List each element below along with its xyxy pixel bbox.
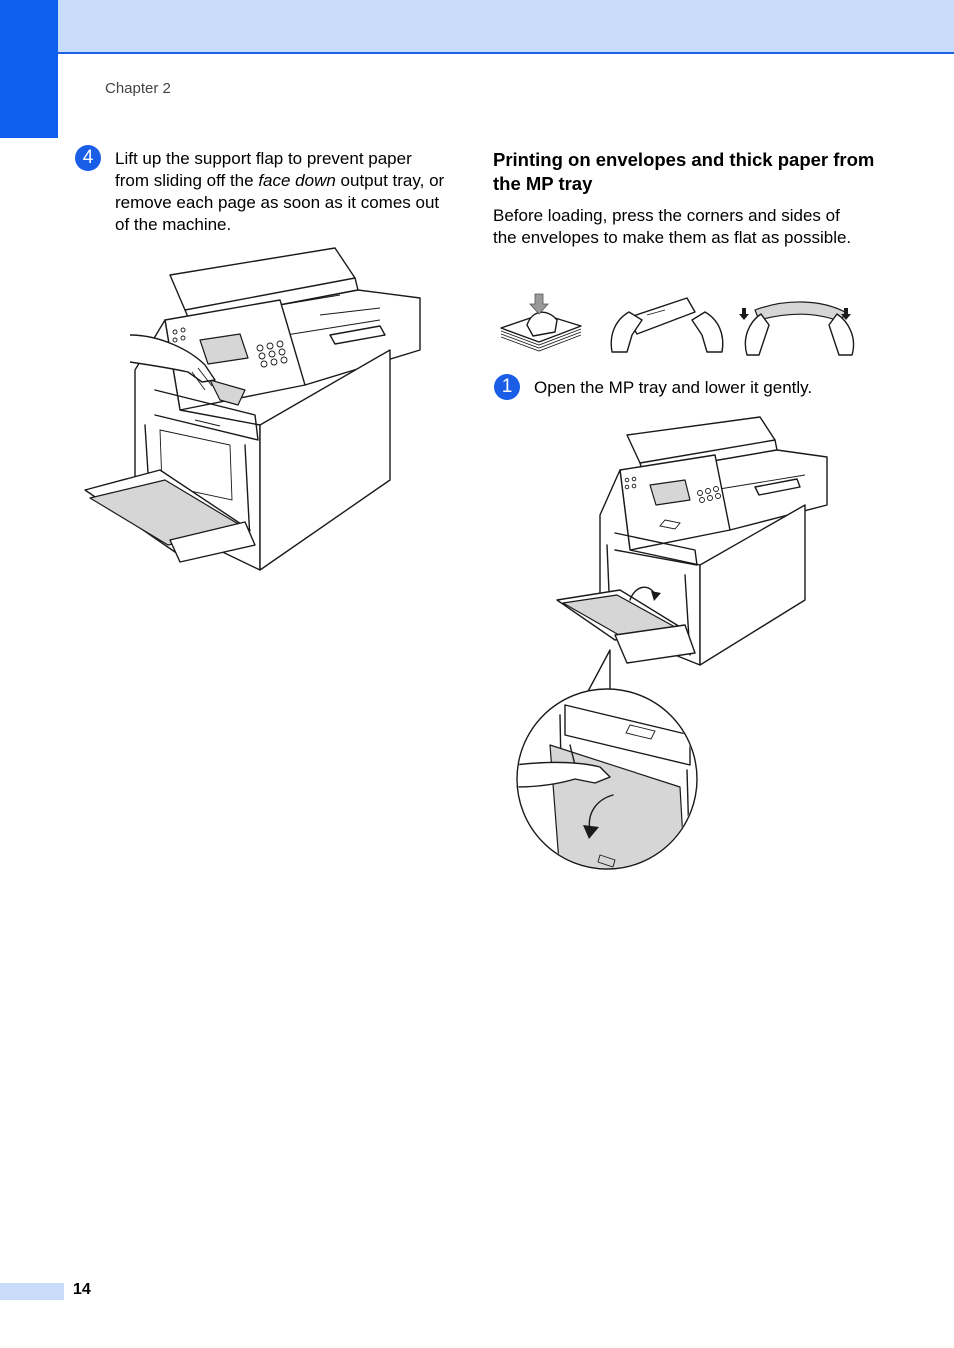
chapter-side-tab: [0, 0, 58, 138]
envelope-flatten-illustration: [500, 293, 855, 356]
page-number: 14: [73, 1281, 91, 1298]
mp-tray-open-illustration: [516, 416, 828, 870]
step-4-text-italic: face down: [258, 171, 336, 190]
chapter-label: Chapter 2: [105, 80, 171, 97]
footer-band: [0, 1283, 64, 1300]
header-band: [0, 0, 954, 54]
printer-support-flap-illustration: [84, 247, 421, 571]
step-4-text-a: Lift up the support flap to prevent pape…: [115, 149, 412, 190]
section-intro: Before loading, press the corners and si…: [493, 206, 852, 247]
section-heading: Printing on envelopes and thick paper fr…: [493, 149, 875, 194]
step-1-marker: 1: [494, 374, 520, 400]
step-4-text: Lift up the support flap to prevent pape…: [115, 148, 445, 236]
step-4-text-b: output tray, or remove each page as soon…: [115, 171, 445, 234]
step-1-text: Open the MP tray and lower it gently.: [534, 378, 813, 397]
step-4-marker: 4: [75, 145, 101, 171]
